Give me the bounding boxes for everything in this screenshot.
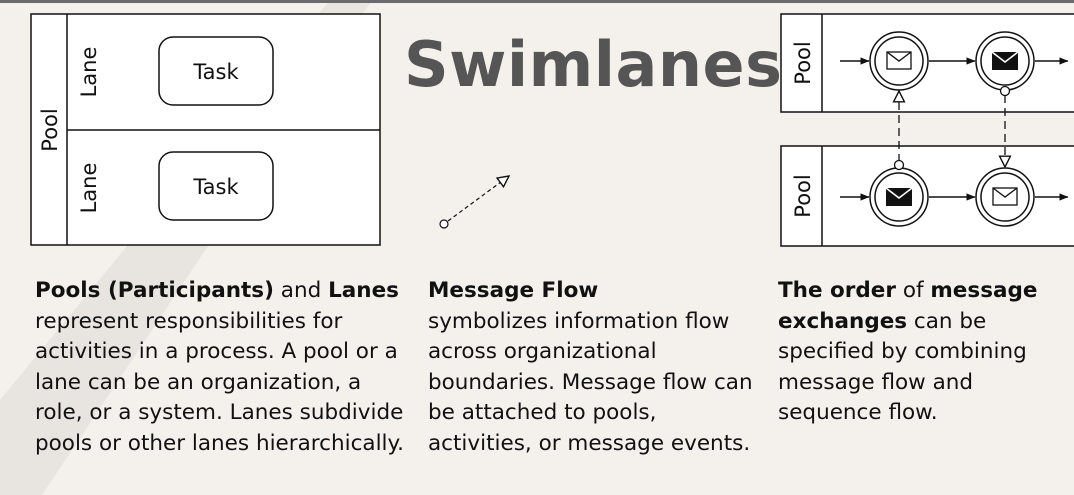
task-label-bottom: Task [192,175,239,199]
pools-description: Pools (Participants) and Lanes represent… [35,276,407,459]
message-flow-down [1001,85,1010,168]
pool-bottom-label: Pool [791,174,815,217]
message-flow-body: symbolizes information flow across organ… [428,308,753,456]
message-exchanges-term: message exchanges [778,278,1038,334]
throw-message-event-top [975,31,1035,91]
order-body: can be specified by combining message fl… [778,308,1027,426]
order-term: The order [778,278,896,303]
pools-body: represent responsibilities for activitie… [35,308,405,456]
lane-label-bottom: Lane [77,163,101,214]
message-flow-symbol [439,176,509,229]
order-description: The order of message exchanges can be sp… [778,276,1070,429]
task-shape-bottom [158,151,274,221]
catch-message-event-bottom [975,167,1035,227]
lane-label-top: Lane [77,47,101,98]
throw-message-event-bottom [869,167,929,227]
task-shape-top [158,36,274,106]
pools-term: Pools (Participants) [35,278,274,303]
top-border [0,0,1074,3]
pools-conj: and [273,278,329,303]
pool-lane-diagram: Pool Lane Lane Task Task [30,13,381,246]
pool-label: Pool [38,108,62,151]
message-flow-term: Message Flow [428,278,599,303]
message-exchange-diagram: Pool Pool [780,13,1074,247]
order-conj: of [896,278,931,303]
message-flow-description: Message Flow symbolizes information flow… [428,276,758,459]
message-flow-up [895,91,904,171]
task-label-top: Task [192,60,239,84]
page-title: Swimlanes [404,28,783,101]
lanes-term: Lanes [328,278,399,303]
catch-message-event-top [869,31,929,91]
pool-top-label: Pool [791,41,815,84]
